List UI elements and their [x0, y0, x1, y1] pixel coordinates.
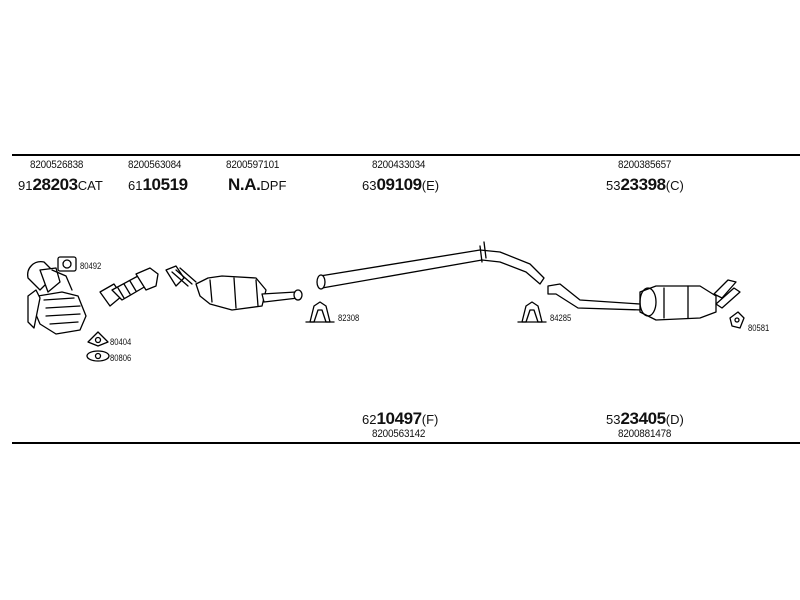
rear-silencer-icon [547, 279, 741, 321]
clamp-icon [517, 301, 547, 323]
part-number-rear-silencer: 5323398(C) [606, 176, 684, 193]
gasket-icon [86, 350, 110, 362]
oem-number-front-pipe: 8200563084 [128, 159, 182, 171]
clamp-1-label: 82308 [338, 313, 360, 323]
part-code: N.A. [228, 175, 261, 194]
part-suffix: (D) [665, 412, 684, 427]
part-prefix: 53 [606, 412, 621, 427]
part-suffix: CAT [77, 178, 103, 193]
part-code: 28203 [32, 175, 78, 194]
gasket-2-label: 80404 [110, 337, 132, 347]
part-number-front-pipe: 6110519 [128, 176, 188, 193]
top-rule [12, 154, 800, 156]
oem-number-dpf: 8200597101 [226, 159, 280, 171]
gasket-icon [57, 256, 77, 272]
part-prefix: 91 [18, 178, 33, 193]
oem-number-rear-silencer-alt: 8200881478 [618, 428, 672, 440]
diesel-particulate-filter-icon [165, 265, 303, 311]
part-number-middle-pipe-alt: 6210497(F) [362, 410, 438, 427]
middle-pipe-icon [316, 241, 545, 290]
hanger-label: 80581 [748, 323, 770, 333]
part-prefix: 63 [362, 178, 377, 193]
part-number-dpf: N.A.DPF [228, 176, 286, 193]
clamp-2-label: 84285 [550, 313, 572, 323]
oem-number-middle-pipe-alt: 8200563142 [372, 428, 426, 440]
part-number-middle-pipe: 6309109(E) [362, 176, 439, 193]
part-suffix: (E) [421, 178, 440, 193]
part-suffix: DPF [260, 178, 287, 193]
part-code: 10519 [142, 175, 188, 194]
oem-number-catalyst: 8200526838 [30, 159, 84, 171]
bottom-rule [12, 442, 800, 444]
rubber-hanger-icon [729, 311, 745, 329]
part-prefix: 61 [128, 178, 143, 193]
gasket-3-label: 80806 [110, 353, 132, 363]
front-pipe-icon [99, 267, 159, 307]
part-prefix: 53 [606, 178, 621, 193]
clamp-icon [305, 301, 335, 323]
part-suffix: (C) [665, 178, 684, 193]
oem-number-rear-silencer: 8200385657 [618, 159, 672, 171]
part-number-rear-silencer-alt: 5323405(D) [606, 410, 684, 427]
part-code: 10497 [376, 409, 422, 428]
part-code: 23398 [620, 175, 666, 194]
part-code: 23405 [620, 409, 666, 428]
part-code: 09109 [376, 175, 422, 194]
part-suffix: (F) [421, 412, 439, 427]
catalytic-converter-icon [27, 261, 87, 335]
gasket-1-label: 80492 [80, 261, 102, 271]
part-prefix: 62 [362, 412, 377, 427]
part-number-catalyst: 9128203CAT [18, 176, 103, 193]
oem-number-middle-pipe: 8200433034 [372, 159, 426, 171]
gasket-icon [87, 331, 109, 347]
